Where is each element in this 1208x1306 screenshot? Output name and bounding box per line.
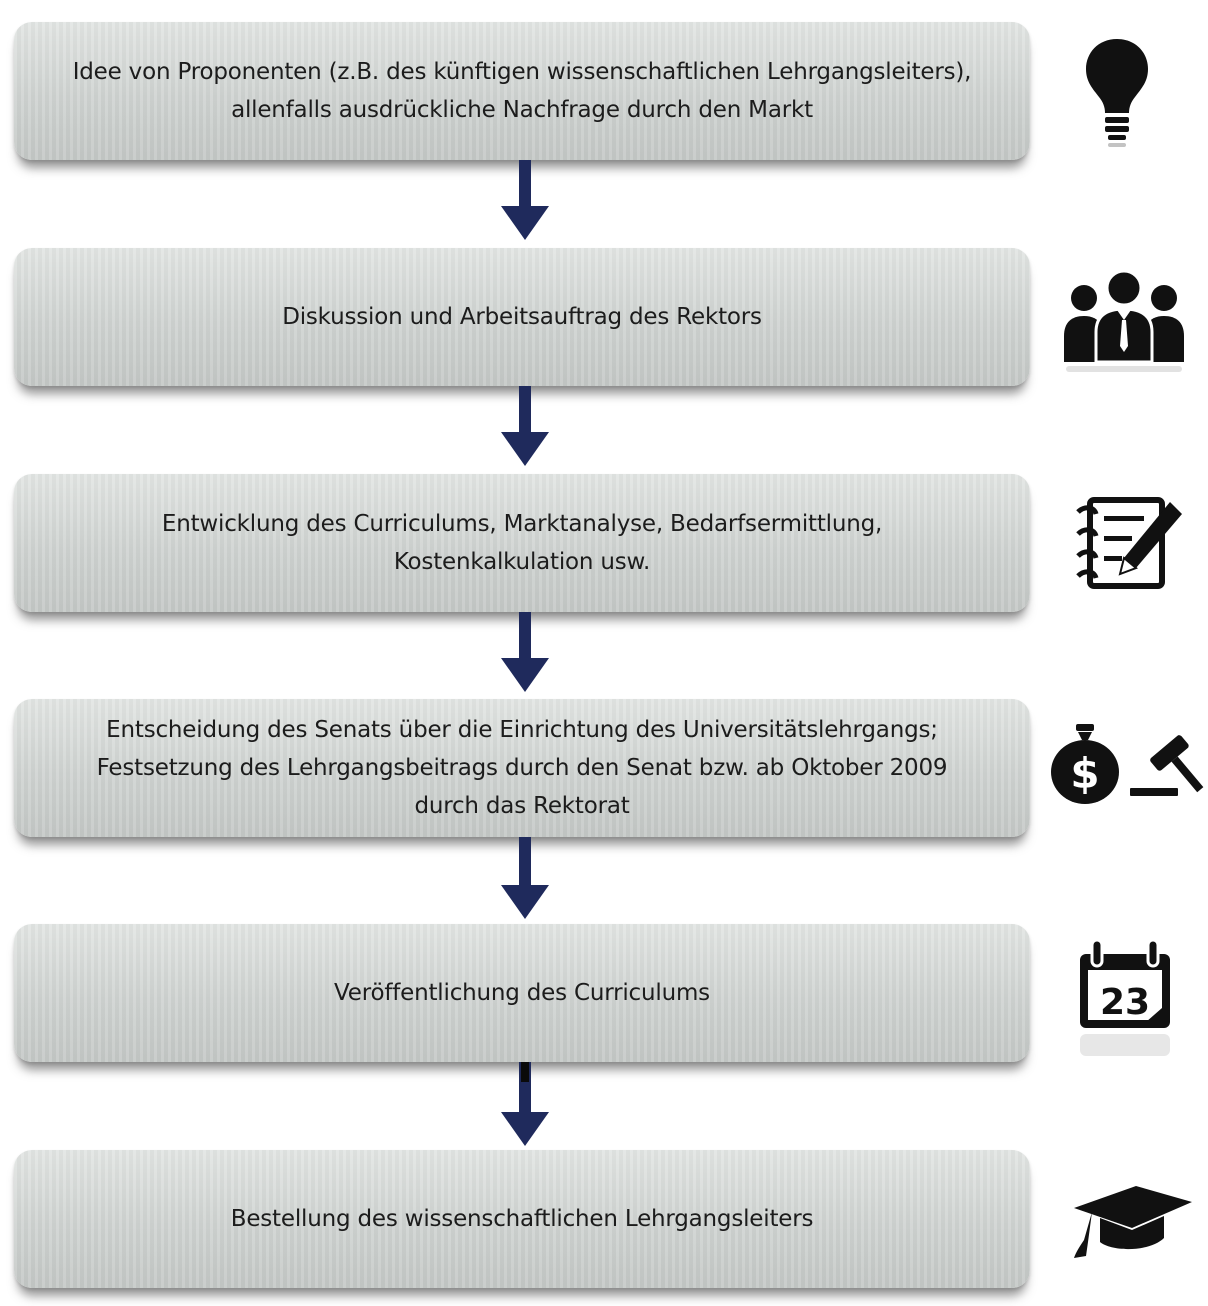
step-3-line-1: Entwicklung des Curriculums, Marktanalys… (161, 511, 883, 537)
step-text-2: Diskussion und Arbeitsauftrag des Rektor… (282, 298, 762, 336)
step-4-line-2: Festsetzung des Lehrgangsbeitrags durch … (96, 755, 948, 781)
people-group-icon (1064, 269, 1184, 372)
calendar-day-number: 23 (1100, 982, 1150, 1023)
step-text-5: Veröffentlichung des Curriculums (334, 974, 710, 1012)
step-box-2: Diskussion und Arbeitsauftrag des Rektor… (14, 248, 1030, 386)
step-text-6: Bestellung des wissenschaftlichen Lehrga… (231, 1200, 814, 1238)
step-2-line-1: Diskussion und Arbeitsauftrag des Rektor… (282, 304, 762, 330)
notepad-pencil-icon (1076, 497, 1182, 589)
flow-arrow-2 (501, 386, 549, 466)
step-text-4: Entscheidung des Senats über die Einrich… (97, 711, 948, 825)
step-4-line-3: durch das Rektorat (414, 793, 630, 819)
step-4-line-1: Entscheidung des Senats über die Einrich… (106, 717, 938, 743)
step-5-line-1: Veröffentlichung des Curriculums (334, 980, 710, 1006)
step-1-line-1: Idee von Proponenten (z.B. des künftigen… (72, 59, 972, 85)
lightbulb-icon (1086, 39, 1148, 147)
step-box-4: Entscheidung des Senats über die Einrich… (14, 699, 1030, 837)
flow-arrow-1 (501, 160, 549, 240)
step-box-1: Idee von Proponenten (z.B. des künftigen… (14, 22, 1030, 160)
calendar-icon: 23 (1080, 938, 1170, 1056)
step-3-line-2: Kostenkalkulation usw. (393, 549, 651, 575)
step-6-line-1: Bestellung des wissenschaftlichen Lehrga… (230, 1206, 814, 1232)
graduation-cap-icon (1074, 1186, 1192, 1258)
svg-text:$: $ (1070, 749, 1099, 798)
step-text-3: Entwicklung des Curriculums, Marktanalys… (162, 505, 882, 581)
step-1-line-2: allenfalls ausdrückliche Nachfrage durch… (231, 97, 813, 123)
step-text-1: Idee von Proponenten (z.B. des künftigen… (73, 53, 972, 129)
step-box-5: Veröffentlichung des Curriculums (14, 924, 1030, 1062)
step-box-3: Entwicklung des Curriculums, Marktanalys… (14, 474, 1030, 612)
flow-arrow-5 (501, 1062, 549, 1146)
step-box-6: Bestellung des wissenschaftlichen Lehrga… (14, 1150, 1030, 1288)
flow-arrow-4 (501, 837, 549, 919)
moneybag-gavel-icon: $ (1051, 724, 1204, 804)
flow-arrow-3 (501, 612, 549, 692)
